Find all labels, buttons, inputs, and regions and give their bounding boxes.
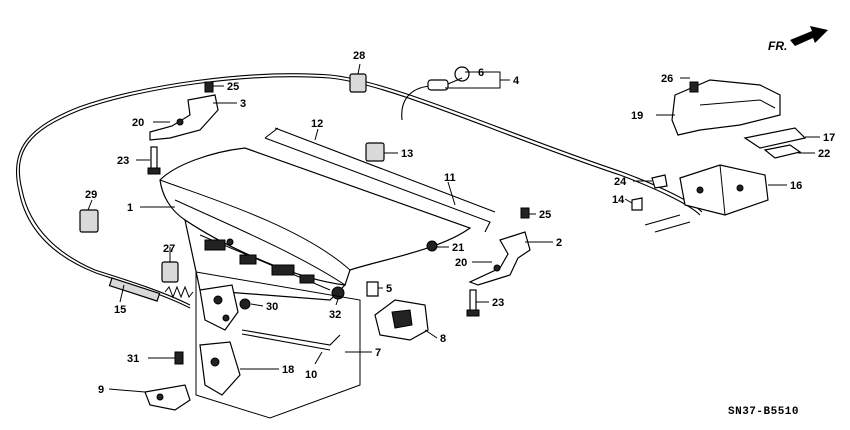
- trunk-lock: [374, 299, 429, 341]
- callout-29: 29: [85, 189, 97, 201]
- key-cylinder: [401, 66, 470, 121]
- callout-3: 3: [240, 98, 246, 110]
- right-hinge: [426, 207, 531, 317]
- callout-labels: 1 2 3 4 5 6 7 8 9 10 11 12 13 14 15 16 1…: [85, 50, 835, 396]
- callout-4: 4: [513, 75, 520, 87]
- front-direction-label: FR.: [768, 39, 787, 53]
- callout-10: 10: [305, 369, 317, 381]
- callout-18: 18: [282, 364, 294, 376]
- callout-8: 8: [440, 333, 446, 345]
- callout-14: 14: [612, 194, 625, 206]
- callout-1: 1: [127, 202, 133, 214]
- release-cable-inner: [15, 73, 703, 309]
- callout-31: 31: [127, 353, 139, 365]
- callout-30: 30: [266, 301, 278, 313]
- callout-11: 11: [444, 172, 456, 184]
- callout-32: 32: [329, 309, 341, 321]
- latch-assembly-group: [195, 271, 361, 419]
- callout-25-right: 25: [539, 209, 551, 221]
- callout-16: 16: [790, 180, 802, 192]
- callout-23-right: 23: [492, 297, 504, 309]
- callout-19: 19: [631, 110, 643, 122]
- callout-6: 6: [478, 67, 484, 79]
- front-direction-indicator: FR.: [768, 26, 828, 53]
- callout-28: 28: [353, 50, 365, 62]
- callout-22: 22: [818, 148, 830, 160]
- torsion-bars: [264, 127, 496, 233]
- callout-12: 12: [311, 118, 323, 130]
- callout-15: 15: [114, 304, 126, 316]
- callout-2: 2: [556, 237, 562, 249]
- callout-7: 7: [375, 347, 381, 359]
- cable-end-spring: [164, 285, 194, 299]
- leader-lines: [87, 63, 820, 393]
- arrow-right-icon: [790, 26, 828, 46]
- callout-20-right: 20: [455, 257, 467, 269]
- callout-17: 17: [823, 132, 835, 144]
- callout-21: 21: [452, 242, 464, 254]
- small-fasteners: [79, 73, 385, 365]
- callout-5: 5: [386, 283, 392, 295]
- callout-9: 9: [98, 384, 104, 396]
- cable-sheath: [108, 277, 161, 302]
- callout-24: 24: [614, 176, 627, 188]
- callout-20-left: 20: [132, 117, 144, 129]
- callout-25-left: 25: [227, 81, 239, 93]
- callout-26: 26: [661, 73, 673, 85]
- callout-13: 13: [401, 148, 413, 160]
- left-hinge: [147, 81, 219, 175]
- release-cable: [18, 76, 701, 306]
- callout-27: 27: [163, 243, 175, 255]
- trunk-striker: [144, 384, 191, 411]
- diagram-code: SN37-B5510: [728, 406, 799, 418]
- trunk-opener-assembly: [631, 79, 807, 233]
- trunk-lid: [159, 147, 472, 301]
- callout-23-left: 23: [117, 155, 129, 167]
